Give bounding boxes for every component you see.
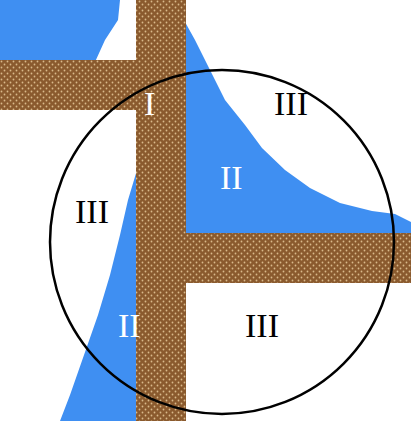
zone-label: III [274,87,308,121]
road [186,233,411,283]
water-area [185,22,411,236]
road [136,0,186,421]
water-area [0,0,120,62]
zone-label: III [245,309,279,343]
boundary-circle [50,70,394,414]
zone-label: I [144,87,155,121]
zone-label: III [75,195,109,229]
zone-label: II [118,309,141,343]
zone-label: II [220,161,243,195]
